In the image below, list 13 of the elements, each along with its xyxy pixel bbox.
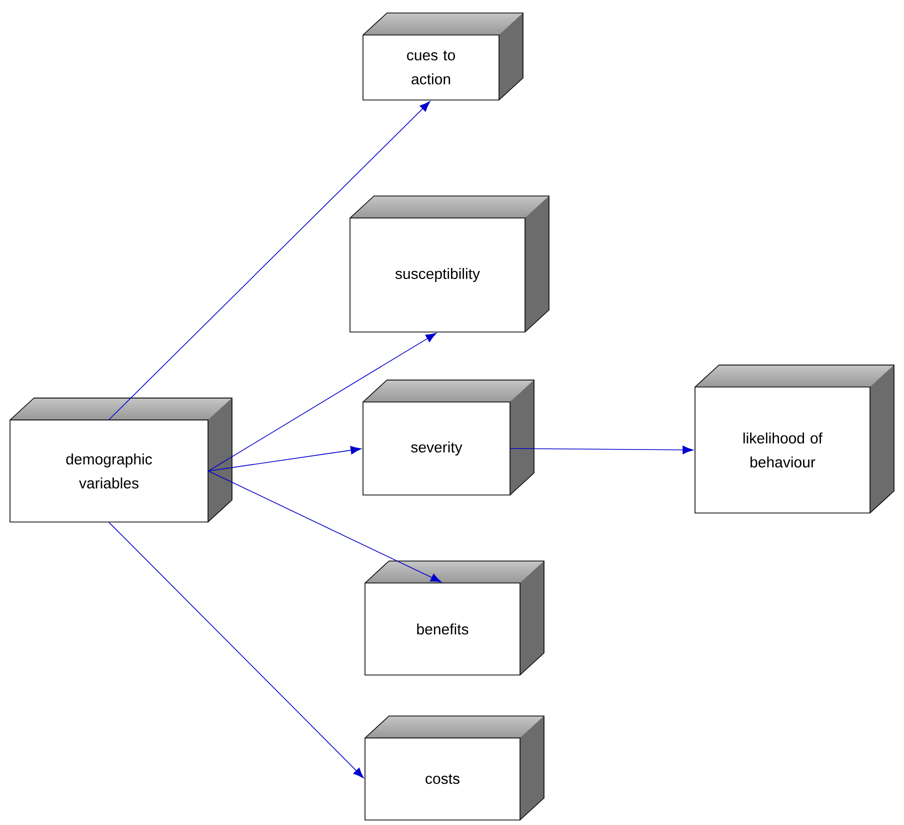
arrow (510, 446, 694, 454)
cube-box: likelihood of behaviour (694, 364, 894, 514)
arrow (108, 522, 364, 778)
cube-box: demographic variables (10, 398, 232, 522)
arrow (208, 332, 436, 472)
arrow (208, 470, 442, 582)
cube-box: severity (362, 380, 534, 496)
arrow (108, 101, 430, 420)
arrow (208, 446, 362, 472)
cube-box: susceptibility (350, 196, 550, 332)
cube-box: cues to action (362, 12, 524, 100)
cube-box: costs (364, 716, 544, 820)
cube-box: benefits (364, 560, 544, 676)
